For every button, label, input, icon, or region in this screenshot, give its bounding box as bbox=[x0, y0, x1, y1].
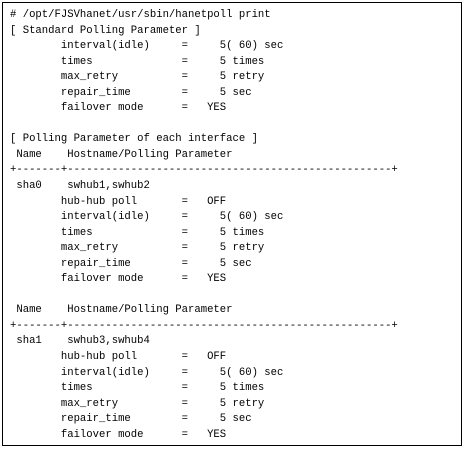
sha0-param-hub-hub-poll: hub-hub poll = OFF bbox=[10, 195, 227, 208]
table-separator: +-------+-------------------------------… bbox=[10, 319, 398, 332]
standard-param-times: times = 5 times bbox=[10, 55, 265, 68]
terminal-output: # /opt/FJSVhanet/usr/sbin/hanetpoll prin… bbox=[10, 8, 398, 443]
sha0-param-failover-mode: failover mode = YES bbox=[10, 273, 227, 286]
section-heading-standard: [ Standard Polling Parameter ] bbox=[10, 24, 201, 37]
blank-line bbox=[10, 117, 398, 133]
sha1-param-max-retry: max_retry = 5 retry bbox=[10, 397, 265, 410]
sha0-param-times: times = 5 times bbox=[10, 226, 265, 239]
standard-param-failover-mode: failover mode = YES bbox=[10, 102, 227, 115]
terminal-window: # /opt/FJSVhanet/usr/sbin/hanetpoll prin… bbox=[2, 2, 462, 446]
blank-line bbox=[10, 288, 398, 304]
sha1-param-hub-hub-poll: hub-hub poll = OFF bbox=[10, 351, 227, 364]
sha1-param-repair-time: repair_time = 5 sec bbox=[10, 413, 252, 426]
section-heading-interface: [ Polling Parameter of each interface ] bbox=[10, 133, 258, 146]
standard-param-repair-time: repair_time = 5 sec bbox=[10, 86, 252, 99]
interface-row-sha1: sha1 swhub3,swhub4 bbox=[10, 335, 150, 348]
table-separator: +-------+-------------------------------… bbox=[10, 164, 398, 177]
sha1-param-failover-mode: failover mode = YES bbox=[10, 428, 227, 441]
standard-param-max-retry: max_retry = 5 retry bbox=[10, 71, 265, 84]
sha0-param-repair-time: repair_time = 5 sec bbox=[10, 257, 252, 270]
sha1-param-interval: interval(idle) = 5( 60) sec bbox=[10, 366, 284, 379]
sha0-param-max-retry: max_retry = 5 retry bbox=[10, 242, 265, 255]
table-header: Name Hostname/Polling Parameter bbox=[10, 148, 233, 161]
sha0-param-interval: interval(idle) = 5( 60) sec bbox=[10, 211, 284, 224]
interface-row-sha0: sha0 swhub1,swhub2 bbox=[10, 180, 150, 193]
sha1-param-times: times = 5 times bbox=[10, 382, 265, 395]
standard-param-interval: interval(idle) = 5( 60) sec bbox=[10, 40, 284, 53]
table-header: Name Hostname/Polling Parameter bbox=[10, 304, 233, 317]
command-line: # /opt/FJSVhanet/usr/sbin/hanetpoll prin… bbox=[10, 9, 271, 21]
